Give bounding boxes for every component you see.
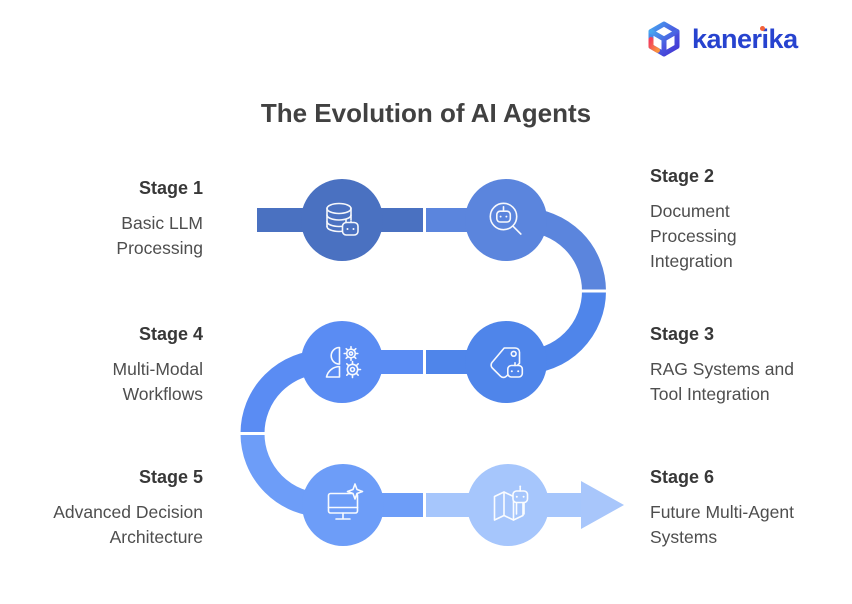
database-robot-icon: [326, 202, 359, 236]
stage-2-node: [465, 179, 547, 261]
stage-2-block: Stage 2 Document Processing Integration: [650, 166, 826, 274]
stage-3-node: [465, 321, 547, 403]
forward-arrow-icon: [581, 481, 624, 529]
stage-5-label: Stage 5: [138, 467, 203, 487]
stage-5-description: Advanced Decision Architecture: [53, 502, 203, 547]
person-gears-icon: [325, 345, 362, 379]
monitor-sparkle-icon: [327, 483, 364, 520]
tag-robot-icon: [490, 347, 524, 379]
stage-1-description: Basic LLM Processing: [116, 213, 203, 258]
stage-6-node: [467, 464, 549, 546]
kanerika-cube-icon: [648, 21, 680, 57]
stage-3-label: Stage 3: [650, 324, 715, 344]
stage-2-description: Document Processing Integration: [650, 201, 737, 271]
stage-3-block: Stage 3 RAG Systems and Tool Integration: [650, 324, 826, 407]
stage-5-block: Stage 5 Advanced Decision Architecture: [23, 467, 203, 550]
logo-i-dot: [760, 26, 765, 31]
kanerika-wordmark: kanerika: [692, 24, 798, 54]
stage-6-block: Stage 6 Future Multi-Agent Systems: [650, 467, 830, 550]
segment-seams: [240, 207, 607, 518]
stage-2-label: Stage 2: [650, 166, 715, 186]
stage-1-label: Stage 1: [138, 178, 203, 198]
search-robot-icon: [489, 202, 522, 235]
stage-4-block: Stage 4 Multi-Modal Workflows: [33, 324, 203, 407]
stage-4-node: [301, 321, 383, 403]
kanerika-logo: kanerika: [645, 20, 798, 58]
stage-6-label: Stage 6: [650, 467, 715, 487]
page-title: The Evolution of AI Agents: [260, 98, 592, 128]
stage-5-node: [302, 464, 384, 546]
stage-4-description: Multi-Modal Workflows: [112, 359, 203, 404]
stage-1-block: Stage 1 Basic LLM Processing: [33, 178, 203, 261]
stage-6-description: Future Multi-Agent Systems: [650, 502, 794, 547]
map-robot-icon: [493, 485, 529, 521]
stage-4-label: Stage 4: [138, 324, 203, 344]
stage-3-description: RAG Systems and Tool Integration: [650, 359, 794, 404]
